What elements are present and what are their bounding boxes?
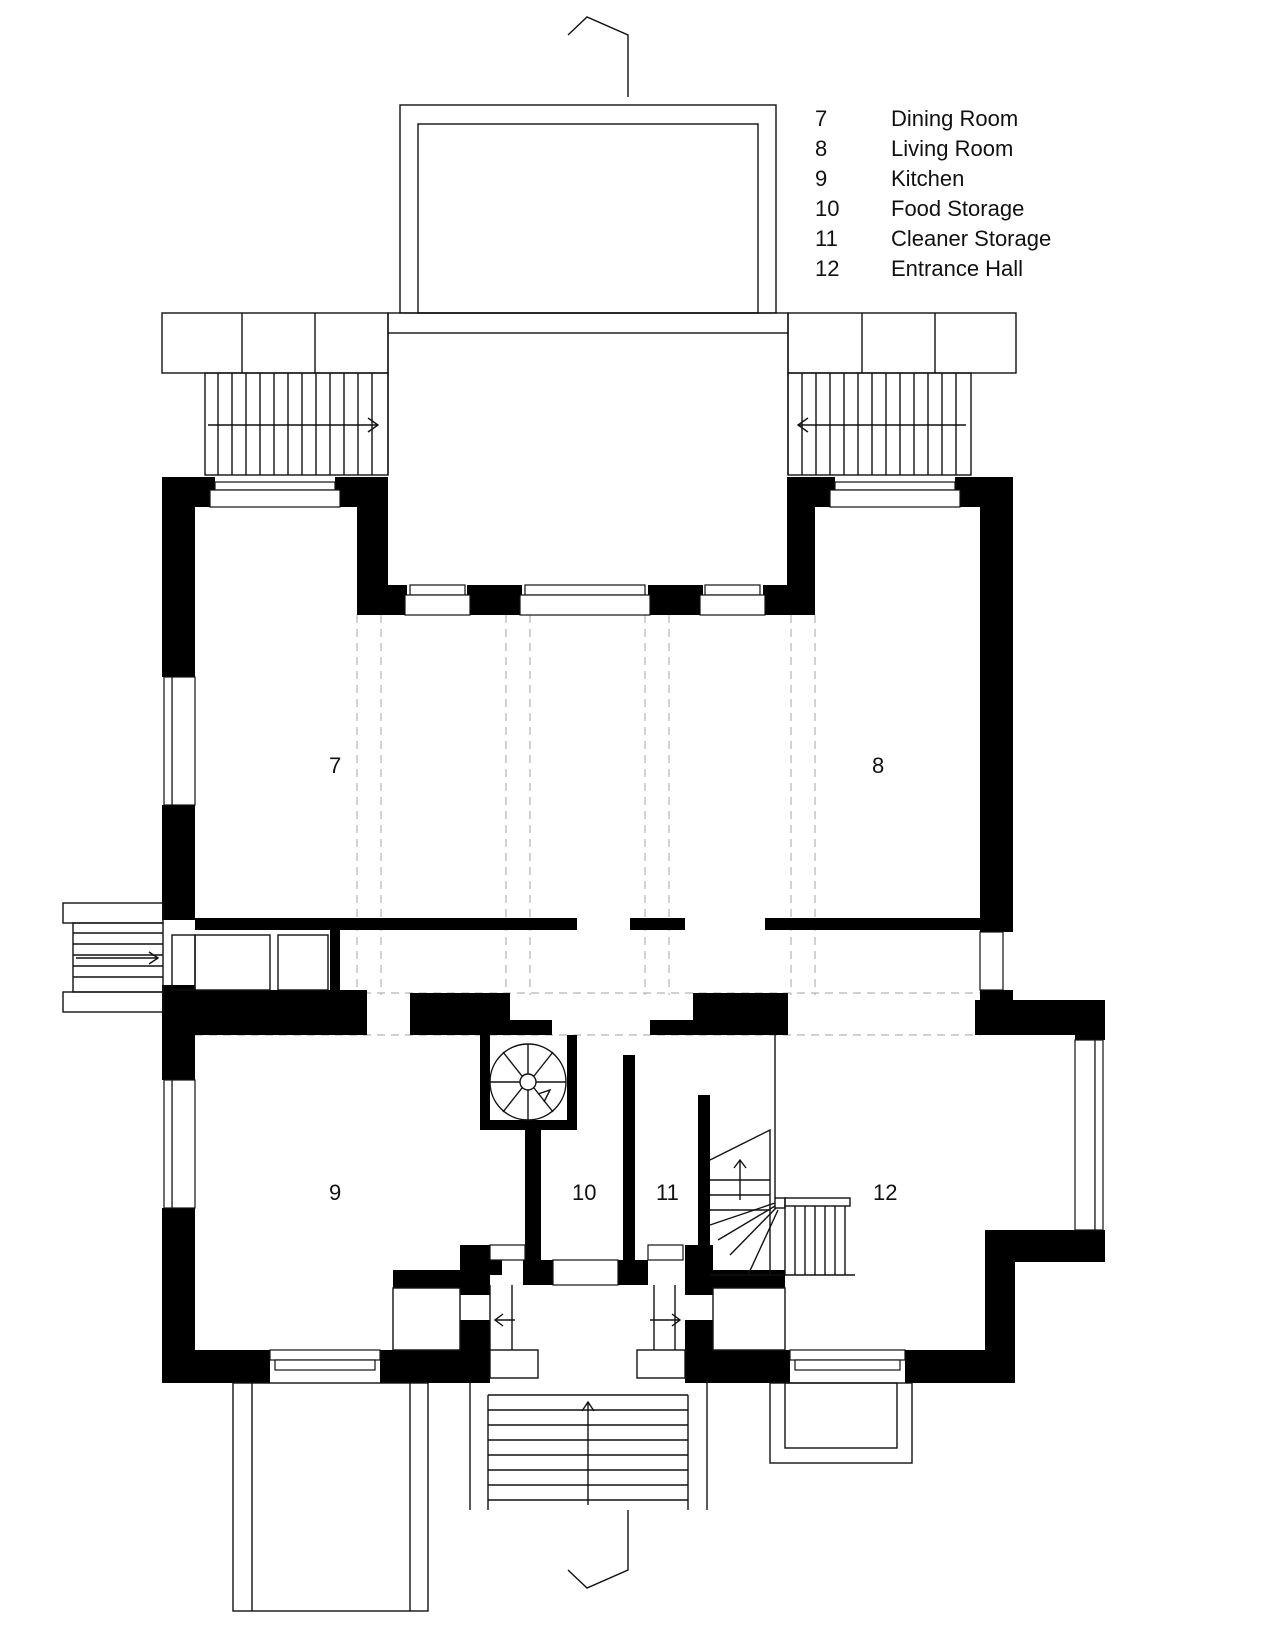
legend-item: 10 Food Storage <box>815 194 1051 224</box>
entrance-steps <box>469 1285 708 1510</box>
windows <box>163 481 1104 1371</box>
legend-item: 7 Dining Room <box>815 104 1051 134</box>
legend-item: 11 Cleaner Storage <box>815 224 1051 254</box>
legend-name: Cleaner Storage <box>891 226 1052 251</box>
bottom-left-terrace <box>232 1382 429 1612</box>
section-marker-top <box>567 16 629 97</box>
legend-number: 12 <box>815 256 840 281</box>
legend-name: Kitchen <box>891 166 965 191</box>
corridor-chambers <box>171 934 786 1351</box>
legend-number: 7 <box>815 106 828 131</box>
legend-number: 10 <box>815 196 840 221</box>
right-top-steps <box>787 312 1017 476</box>
room-label-10: 10 <box>572 1180 596 1205</box>
legend-name: Dining Room <box>891 106 1019 131</box>
legend-number: 9 <box>815 166 828 191</box>
legend-number: 11 <box>815 226 838 251</box>
bottom-right-planter <box>769 1382 913 1464</box>
room-label-7: 7 <box>329 753 341 778</box>
spiral-stair <box>489 1043 567 1121</box>
legend-item: 12 Entrance Hall <box>815 254 1051 284</box>
room-label-11: 11 <box>656 1180 679 1205</box>
legend-item: 9 Kitchen <box>815 164 1051 194</box>
legend-name: Entrance Hall <box>891 256 1024 281</box>
legend-name: Living Room <box>891 136 1014 161</box>
left-side-steps <box>62 902 164 1013</box>
top-terrace <box>387 104 789 475</box>
room-label-8: 8 <box>872 753 884 778</box>
legend: 7 Dining Room 8 Living Room 9 Kitchen 10… <box>815 104 1051 284</box>
legend-name: Food Storage <box>891 196 1025 221</box>
ceiling-grid-dashed <box>195 615 980 1036</box>
room-label-12: 12 <box>873 1180 897 1205</box>
room-label-9: 9 <box>329 1180 341 1205</box>
legend-item: 8 Living Room <box>815 134 1051 164</box>
left-top-steps <box>161 312 389 476</box>
legend-number: 8 <box>815 136 828 161</box>
section-marker-bottom <box>567 1510 629 1589</box>
hall-stair <box>709 1035 855 1276</box>
walls <box>162 477 1105 1383</box>
